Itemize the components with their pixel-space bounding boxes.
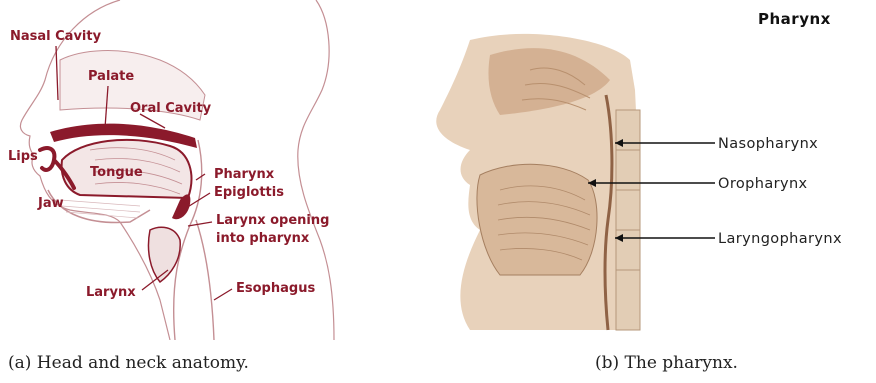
caption-panel-b: (b) The pharynx. — [595, 353, 738, 373]
label-epiglottis: Epiglottis — [214, 185, 284, 200]
larynx-shape — [148, 227, 180, 282]
label-tongue: Tongue — [90, 165, 143, 180]
pharynx-title: Pharynx — [758, 10, 831, 28]
label-larynx-opening-line1: Larynx opening — [216, 213, 329, 228]
label-larynx: Larynx — [86, 285, 136, 300]
label-palate: Palate — [88, 69, 134, 84]
label-oropharynx: Oropharynx — [718, 176, 808, 192]
label-larynx-opening-line2: into pharynx — [216, 231, 310, 246]
head-neck-illustration: Nasal Cavity Palate Oral Cavity Lips Ton… — [0, 0, 340, 340]
caption-panel-a: (a) Head and neck anatomy. — [8, 353, 249, 373]
label-pharynx: Pharynx — [214, 167, 275, 182]
label-nasopharynx: Nasopharynx — [718, 136, 818, 152]
pharynx-diagram: Pharynx Nasopharynx Oropharynx Laryngoph… — [410, 0, 876, 340]
label-jaw: Jaw — [37, 196, 64, 211]
label-laryngopharynx: Laryngopharynx — [718, 231, 842, 247]
label-lips: Lips — [8, 149, 38, 164]
head-neck-diagram: Nasal Cavity Palate Oral Cavity Lips Ton… — [0, 0, 340, 340]
label-oral-cavity: Oral Cavity — [130, 101, 212, 116]
pharynx-illustration: Pharynx Nasopharynx Oropharynx Laryngoph… — [410, 0, 876, 340]
jaw-hatching — [60, 200, 140, 218]
label-nasal-cavity: Nasal Cavity — [10, 29, 102, 44]
label-esophagus: Esophagus — [236, 281, 315, 296]
esophagus-shape — [196, 220, 214, 340]
